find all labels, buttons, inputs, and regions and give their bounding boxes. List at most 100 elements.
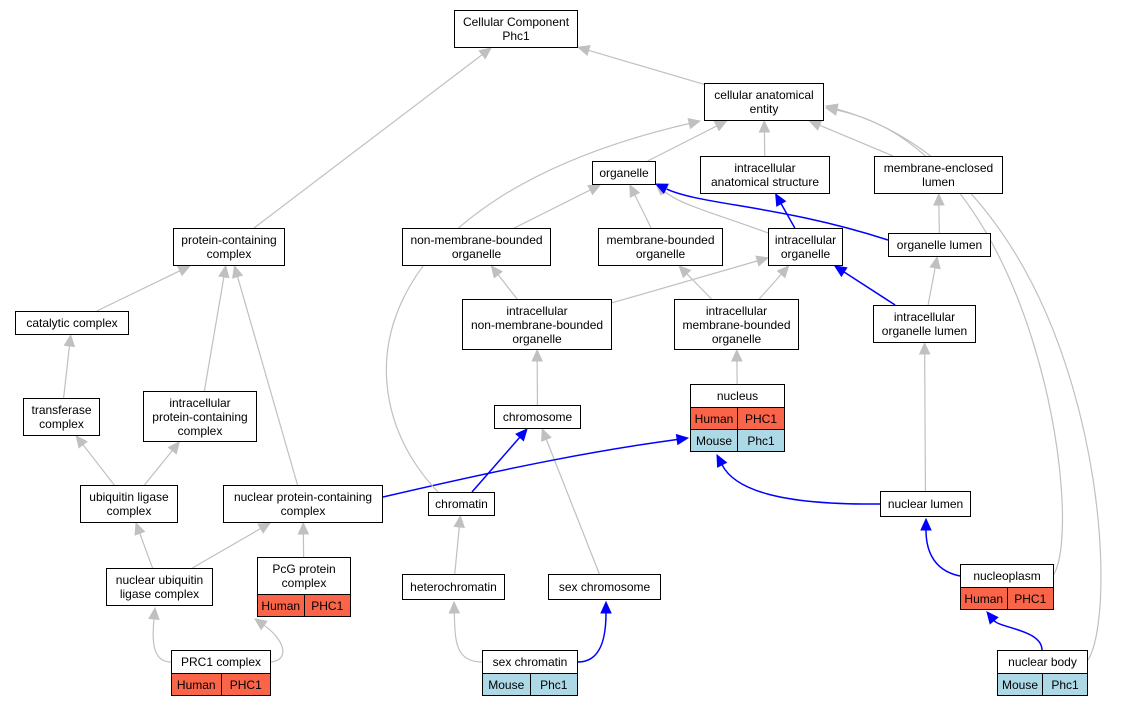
edge-intracellular-organelle-lumen-to-intracellular-organelle-arrowhead — [833, 265, 848, 278]
node-chromatin[interactable]: chromatin — [428, 492, 495, 516]
edge-heterochromatin-to-chromatin-arrowhead — [453, 514, 465, 529]
edge-nuclear-lumen-to-nucleus-arrowhead — [716, 453, 728, 468]
edge-intracellular-mb-organelle-to-intracellular-organelle — [758, 273, 782, 300]
gene-cell: Phc1 — [737, 430, 784, 451]
edge-organelle-lumen-to-organelle-arrowhead — [654, 183, 669, 195]
node-label: organelle lumen — [896, 238, 983, 252]
species-cell: Mouse — [483, 674, 530, 695]
edge-chromatin-to-chromosome-arrowhead — [515, 428, 528, 442]
edge-intracellular-nmb-organelle-to-non-membrane-bounded-organelle-arrowhead — [490, 265, 503, 279]
edge-prc1-complex-to-nuclear-ubiquitin-ligase-complex — [152, 618, 172, 663]
edge-chromatin-to-chromosome — [471, 436, 521, 493]
edge-chromatin-to-cellular-anatomical-entity-arrowhead — [687, 117, 702, 130]
node-nuclear-lumen[interactable]: nuclear lumen — [880, 491, 971, 517]
edge-nucleoplasm-to-nuclear-lumen — [925, 529, 961, 577]
edge-intracellular-organelle-to-organelle — [663, 190, 769, 234]
node-label: organelle — [599, 166, 649, 180]
edge-organelle-lumen-to-organelle — [665, 188, 889, 241]
edge-nucleus-to-intracellular-mb-organelle-arrowhead — [731, 348, 743, 362]
node-label: nucleus — [716, 389, 759, 403]
species-cell: Mouse — [691, 430, 737, 451]
edge-intracellular-organelle-to-intracellular-anatomical-structure — [780, 203, 796, 229]
edge-catalytic-complex-to-protein-containing-complex-arrowhead — [176, 265, 191, 277]
edge-organelle-to-cellular-anatomical-entity — [647, 125, 717, 162]
node-catalytic-complex[interactable]: catalytic complex — [15, 311, 129, 335]
edge-nuclear-pcc-to-nucleus — [382, 438, 678, 498]
node-organelle[interactable]: organelle — [592, 161, 656, 185]
node-label: chromosome — [502, 410, 573, 424]
edge-nuclear-body-to-nucleoplasm — [993, 619, 1043, 651]
edge-nucleoplasm-to-nuclear-lumen-arrowhead — [920, 517, 932, 531]
species-cell: Human — [172, 674, 221, 695]
node-sex-chromosome[interactable]: sex chromosome — [548, 574, 661, 600]
node-chromosome[interactable]: chromosome — [494, 405, 581, 429]
edge-chromosome-to-intracellular-nmb-organelle-arrowhead — [531, 348, 543, 362]
edge-intracellular-mb-organelle-to-intracellular-organelle-arrowhead — [776, 265, 790, 279]
species-cell: Human — [691, 408, 737, 429]
edge-nuclear-pcc-to-protein-containing-complex — [236, 276, 299, 486]
edge-ubiquitin-ligase-complex-to-intracellular-pcc — [143, 450, 173, 486]
node-label: PRC1 complex — [180, 655, 262, 669]
edge-transferase-complex-to-catalytic-complex — [63, 345, 71, 399]
edge-intracellular-organelle-lumen-to-intracellular-organelle — [843, 271, 896, 306]
edge-non-membrane-bounded-organelle-to-organelle — [514, 189, 591, 229]
node-heterochromatin[interactable]: heterochromatin — [402, 574, 505, 600]
edge-membrane-enclosed-lumen-to-cellular-anatomical-entity-arrowhead — [808, 120, 823, 131]
edge-nuclear-pcc-to-nucleus-arrowhead — [675, 433, 690, 446]
edge-cellular-anatomical-entity-to-cellular-component — [588, 49, 705, 85]
edge-sex-chromatin-to-sex-chromosome — [577, 612, 607, 663]
edge-intracellular-pcc-to-protein-containing-complex-arrowhead — [218, 264, 230, 279]
edge-non-membrane-bounded-organelle-to-organelle-arrowhead — [587, 184, 602, 196]
edge-intracellular-pcc-to-protein-containing-complex — [203, 276, 225, 392]
node-organelle-lumen[interactable]: organelle lumen — [888, 233, 991, 257]
gene-cell: Phc1 — [1042, 674, 1087, 695]
edge-intracellular-anatomical-structure-to-cellular-anatomical-entity-arrowhead — [758, 119, 771, 133]
edge-intracellular-organelle-to-intracellular-anatomical-structure-arrowhead — [775, 192, 787, 207]
node-label: sex chromosome — [558, 580, 651, 594]
edge-intracellular-organelle-lumen-to-organelle-lumen — [927, 267, 936, 306]
edge-ubiquitin-ligase-complex-to-transferase-complex-arrowhead — [75, 435, 88, 449]
edge-organelle-lumen-to-membrane-enclosed-lumen-arrowhead — [933, 192, 945, 206]
edge-nuclear-body-to-nucleoplasm-arrowhead — [986, 611, 999, 625]
edge-intracellular-organelle-lumen-to-organelle-lumen-arrowhead — [929, 255, 941, 270]
edge-intracellular-mb-organelle-to-membrane-bounded-organelle-arrowhead — [678, 265, 692, 279]
